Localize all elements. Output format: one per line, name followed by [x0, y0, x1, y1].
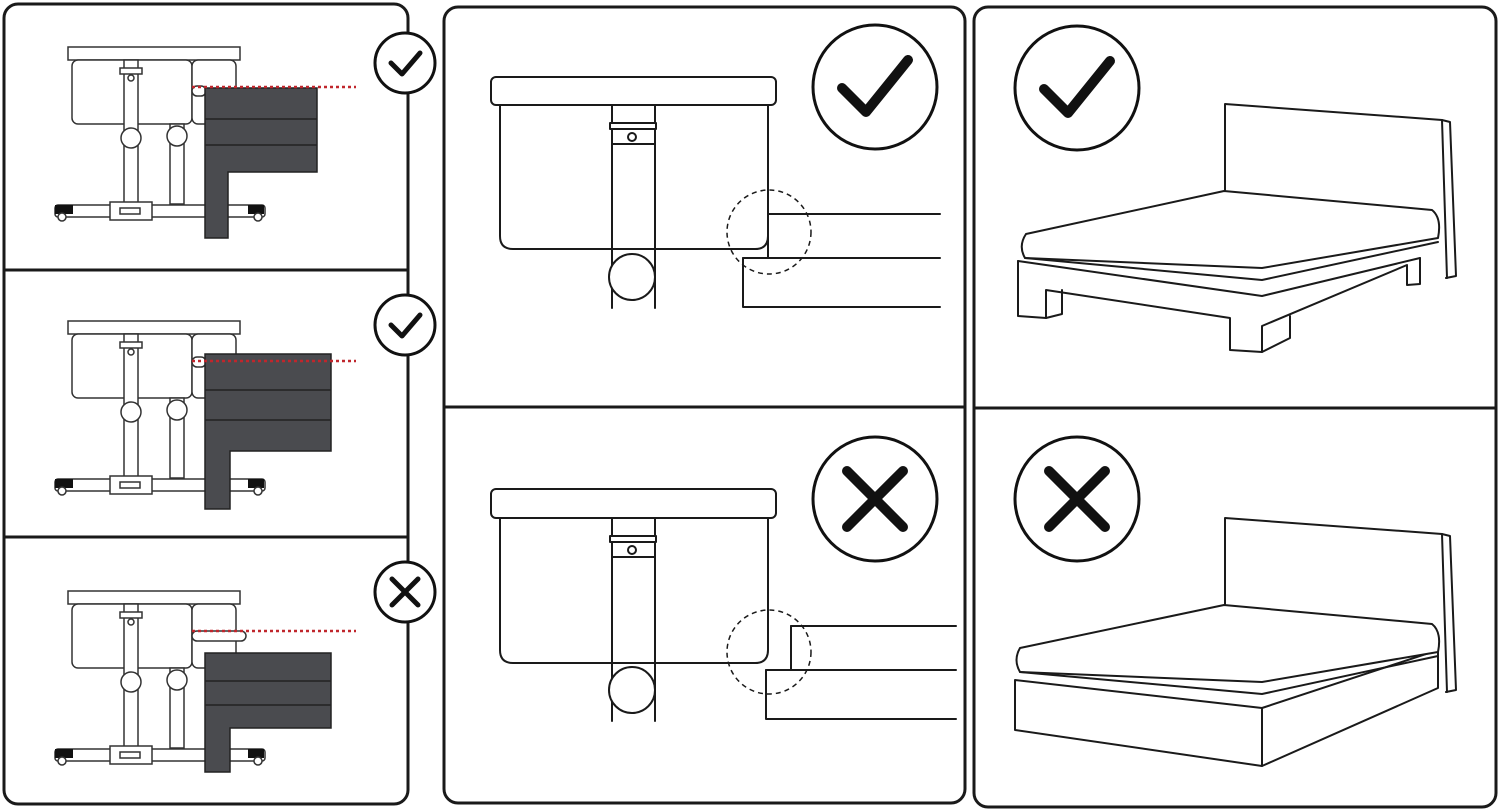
check-icon: [1015, 26, 1139, 150]
left-column-panel: [4, 4, 435, 804]
check-icon: [375, 295, 435, 355]
cross-icon: [375, 562, 435, 622]
check-icon: [375, 33, 435, 93]
cross-icon: [813, 437, 937, 561]
check-icon: [813, 25, 937, 149]
right-column-panel: [974, 7, 1496, 807]
middle-column-panel: [444, 7, 965, 803]
cross-icon: [1015, 437, 1139, 561]
